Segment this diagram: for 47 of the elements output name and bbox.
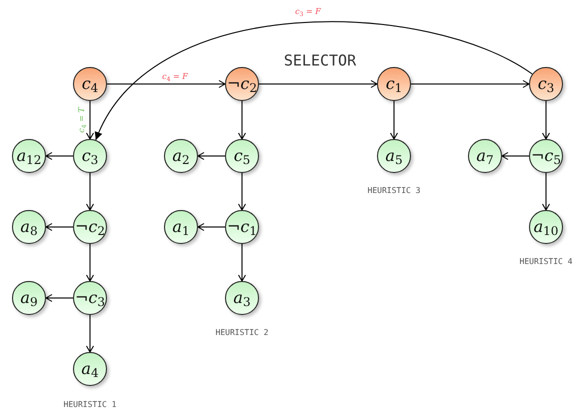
node-label: a$_{5}$ (385, 148, 403, 164)
node-label: c$_{5}$ (234, 148, 250, 164)
node-label: a$_{1}$ (172, 219, 190, 235)
node-label: a$_{3}$ (233, 290, 251, 306)
node-label: a$_{9}$ (20, 290, 38, 306)
arrow (390, 100, 398, 140)
arrow (46, 152, 74, 160)
node-label: ¬c$_{5}$ (530, 148, 561, 164)
node-label: c$_{3}$ (538, 76, 554, 92)
arrow (542, 172, 550, 210)
arrow (198, 223, 226, 231)
edge-label: c$_{4}$ = F (161, 73, 189, 81)
arrow (410, 80, 530, 88)
arrow (542, 100, 550, 140)
arrow (46, 294, 74, 302)
arrow (502, 152, 530, 160)
node-label: a$_{8}$ (20, 219, 38, 235)
node-label: a$_{7}$ (476, 148, 494, 164)
arrow (86, 100, 94, 140)
heuristic-label: HEURISTIC 2 (216, 329, 268, 337)
node-label: a$_{2}$ (172, 148, 190, 164)
node-label: ¬c$_{1}$ (226, 219, 257, 235)
selector-label: SELECTOR (284, 54, 356, 68)
arrow (106, 80, 226, 88)
node-label: c$_{4}$ (82, 76, 98, 92)
node-label: ¬c$_{2}$ (226, 76, 257, 92)
arrow (238, 100, 246, 140)
node-label: c$_{3}$ (82, 148, 98, 164)
arrow (86, 314, 94, 352)
heuristic-label: HEURISTIC 4 (520, 258, 572, 266)
arrow (238, 244, 246, 282)
node-label: a$_{10}$ (534, 219, 558, 235)
arrow (238, 172, 246, 210)
edge-label: c$_{3}$ = F (294, 8, 322, 16)
node-label: c$_{1}$ (386, 76, 402, 92)
heuristic-label: HEURISTIC 1 (64, 401, 116, 409)
node-label: a$_{4}$ (81, 361, 99, 377)
node-label: ¬c$_{3}$ (74, 290, 105, 306)
node-label: ¬c$_{2}$ (74, 219, 105, 235)
arrow (86, 172, 94, 210)
heuristic-label: HEURISTIC 3 (368, 187, 420, 195)
arrow (95, 21, 533, 140)
arrow (46, 223, 74, 231)
arrow (198, 152, 226, 160)
node-label: a$_{12}$ (16, 148, 42, 164)
arrow (258, 80, 378, 88)
arrow (86, 244, 94, 282)
